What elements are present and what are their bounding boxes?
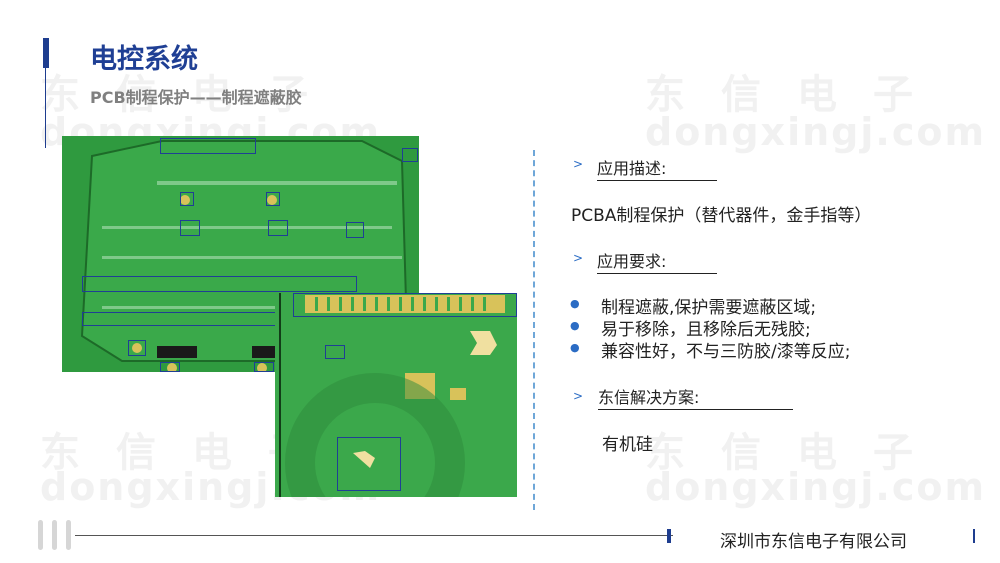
requirement-item: 兼容性好，不与三防胶/漆等反应;: [601, 342, 851, 362]
watermark-cn: 东信电子: [645, 430, 949, 476]
watermark-en: dongxingj.com: [645, 110, 987, 154]
company-name: 深圳市东信电子有限公司: [720, 532, 907, 552]
mask-highlight: [325, 345, 345, 359]
footer-line: [75, 535, 673, 536]
footer-tick: [667, 529, 671, 543]
mask-highlight: [160, 362, 180, 372]
dot-bullet-icon: ●: [570, 319, 580, 332]
column-divider: [533, 150, 535, 510]
mask-highlight: [128, 340, 146, 356]
mask-highlight: [293, 293, 517, 317]
requirement-item: 制程遮蔽,保护需要遮蔽区域;: [601, 298, 817, 318]
page-title: 电控系统: [90, 44, 198, 75]
solution-text: 有机硅: [602, 435, 653, 455]
mask-highlight: [180, 220, 200, 236]
mask-highlight: [82, 276, 357, 292]
title-accent-line: [45, 68, 46, 148]
dot-bullet-icon: ●: [570, 341, 580, 354]
mask-highlight: [254, 362, 274, 372]
requirement-item: 易于移除，且移除后无残胶;: [601, 320, 811, 340]
mask-highlight: [337, 437, 401, 491]
watermark-cn: 东信电子: [40, 72, 344, 118]
mask-highlight: [266, 192, 280, 206]
arrow-bullet-icon: >: [573, 389, 584, 403]
watermark-cn: 东信电子: [40, 430, 344, 476]
arrow-bullet-icon: >: [573, 157, 584, 171]
watermark-cn: 东信电子: [645, 72, 949, 118]
pcb-board-image: [62, 136, 419, 372]
dot-bullet-icon: ●: [570, 297, 580, 310]
mask-highlight: [180, 192, 194, 206]
footer-decoration: [66, 520, 71, 550]
mask-highlight: [346, 222, 364, 238]
mask-highlight: [160, 138, 256, 154]
page-subtitle: PCB制程保护——制程遮蔽胶: [90, 88, 302, 107]
description-text: PCBA制程保护（替代器件，金手指等）: [571, 206, 872, 226]
arrow-bullet-icon: >: [573, 251, 584, 265]
solution-heading: 东信解决方案:: [598, 384, 793, 410]
watermark-en: dongxingj.com: [645, 465, 987, 509]
description-heading: 应用描述:: [597, 155, 717, 181]
title-accent-bar: [43, 38, 49, 68]
footer-tick: [973, 529, 975, 543]
mask-highlight: [402, 148, 418, 162]
footer-decoration: [38, 520, 43, 550]
mask-highlight: [268, 220, 288, 236]
footer-decoration: [52, 520, 57, 550]
requirements-heading: 应用要求:: [597, 248, 717, 274]
pcb-detail-image: [275, 293, 517, 497]
